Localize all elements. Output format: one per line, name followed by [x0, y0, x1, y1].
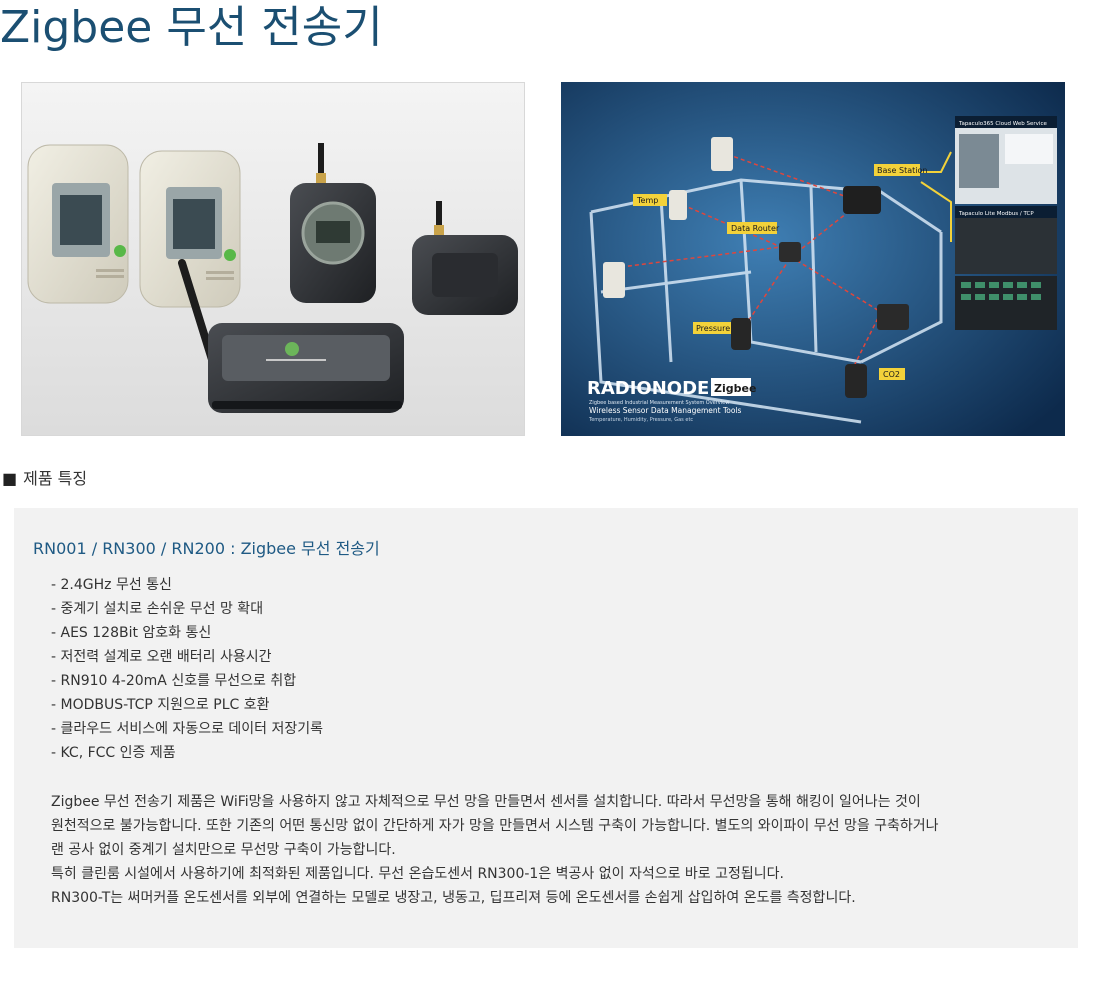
modbus-label: Tapaculo Lite Modbus / TCP	[958, 211, 1034, 217]
description-line: 원천적으로 불가능합니다. 또한 기존의 어떤 통신망 없이 간단하게 자가 망…	[51, 818, 939, 834]
diagram-tagline: Temperature, Humidity, Pressure, Gas etc	[588, 417, 693, 423]
callout-data-router: Data Router	[731, 224, 780, 233]
section-heading-text: 제품 특징	[23, 469, 88, 488]
feature-box: RN001 / RN300 / RN200 : Zigbee 무선 전송기 - …	[14, 508, 1078, 948]
feature-list: - 2.4GHz 무선 통신 - 중계기 설치로 손쉬운 무선 망 확대 - A…	[51, 573, 323, 765]
sensor-device-1	[27, 144, 129, 304]
feature-box-title: RN001 / RN300 / RN200 : Zigbee 무선 전송기	[33, 539, 380, 558]
sensor-device-2	[139, 150, 241, 308]
feature-item: - RN910 4-20mA 신호를 무선으로 취합	[51, 673, 297, 689]
feature-item: - 클라우드 서비스에 자동으로 데이터 저장기록	[51, 721, 324, 737]
feature-item: - MODBUS-TCP 지원으로 PLC 호환	[51, 697, 270, 713]
description: Zigbee 무선 전송기 제품은 WiFi망을 사용하지 않고 자체적으로 무…	[51, 790, 1061, 910]
callout-base-station: Base Station	[877, 166, 927, 175]
display-device	[290, 143, 376, 303]
feature-item: - 2.4GHz 무선 통신	[51, 577, 172, 593]
cloud-label: Tapaculo365 Cloud Web Service	[958, 121, 1047, 127]
gateway-device	[178, 259, 404, 413]
description-line: Zigbee 무선 전송기 제품은 WiFi망을 사용하지 않고 자체적으로 무…	[51, 794, 921, 810]
diagram-headline: Wireless Sensor Data Management Tools	[589, 406, 742, 415]
callout-temp: Temp	[636, 196, 658, 205]
square-bullet-icon: ■	[2, 469, 18, 488]
callout-pressure: Pressure	[696, 324, 730, 333]
page-title: Zigbee 무선 전송기	[0, 2, 383, 53]
brand-name: RADIONODE	[587, 378, 709, 399]
system-diagram: Temp Data Router Base Station Pressure C…	[561, 82, 1065, 436]
feature-item: - AES 128Bit 암호화 통신	[51, 625, 212, 641]
diagram-subtitle: Zigbee based Industrial Measurement Syst…	[589, 400, 729, 406]
feature-item: - KC, FCC 인증 제품	[51, 745, 176, 761]
feature-item: - 저전력 설계로 오랜 배터리 사용시간	[51, 649, 272, 665]
callout-co2: CO2	[883, 370, 900, 379]
small-device	[412, 201, 518, 315]
brand-badge: Zigbee	[714, 382, 756, 395]
description-line: RN300-T는 써머커플 온도센서를 외부에 연결하는 모델로 냉장고, 냉동…	[51, 890, 856, 906]
description-line: 특히 클린룸 시설에서 사용하기에 최적화된 제품입니다. 무선 온습도센서 R…	[51, 866, 784, 882]
section-heading: ■ 제품 특징	[2, 468, 87, 490]
product-photo	[21, 82, 525, 436]
feature-item: - 중계기 설치로 손쉬운 무선 망 확대	[51, 601, 264, 617]
description-line: 랜 공사 없이 중계기 설치만으로 무선망 구축이 가능합니다.	[51, 842, 396, 858]
